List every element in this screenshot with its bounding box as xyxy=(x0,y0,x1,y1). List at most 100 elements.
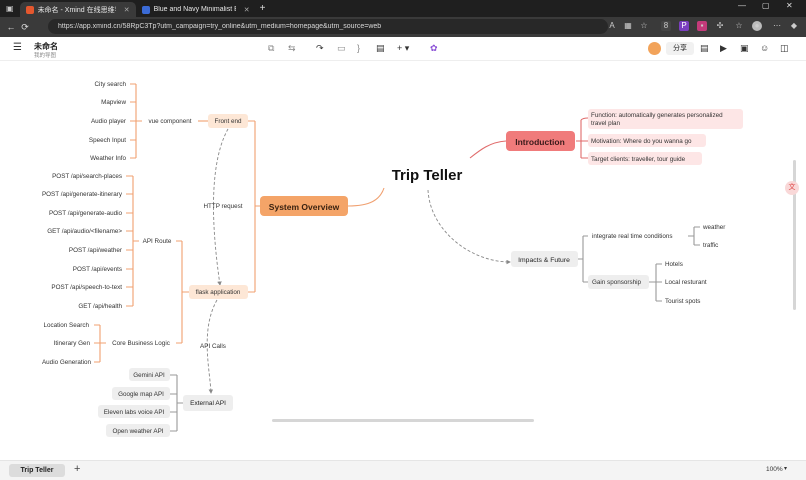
browser-tab-xmind[interactable]: 未命名 - Xmind 在线思维导图 ✕ xyxy=(19,2,136,17)
intro-item-clients[interactable] xyxy=(588,152,702,165)
introduction-node[interactable] xyxy=(506,131,575,151)
vue-item[interactable]: Audio player xyxy=(91,118,126,125)
favorites-icon[interactable]: ☆ xyxy=(735,21,743,30)
insert-topic-icon[interactable]: ⧉ xyxy=(268,43,275,53)
insert-menu-icon[interactable]: + ▾ xyxy=(397,43,410,53)
relationship-icon[interactable]: ↷ xyxy=(316,43,324,53)
back-icon[interactable]: ← xyxy=(6,22,16,32)
core-item[interactable]: Location Search xyxy=(43,322,89,329)
route-item[interactable]: POST /api/speech-to-text xyxy=(51,284,122,291)
intro-item-function[interactable] xyxy=(588,109,743,129)
connectors xyxy=(94,83,700,432)
central-topic[interactable]: Trip Teller xyxy=(392,167,463,184)
close-window-icon[interactable]: ✕ xyxy=(786,1,793,10)
connector-realtime-items xyxy=(688,226,700,246)
outline-icon[interactable]: ▤ xyxy=(700,43,709,53)
core-item[interactable]: Itinerary Gen xyxy=(54,340,91,347)
vue-item[interactable]: Weather Info xyxy=(90,155,126,162)
translate-icon[interactable]: 文 xyxy=(785,181,799,195)
minimize-icon[interactable]: — xyxy=(738,1,746,10)
close-tab-icon[interactable]: ✕ xyxy=(243,6,250,14)
style-icon[interactable]: ✿ xyxy=(430,43,438,53)
api-calls-label: API Calls xyxy=(200,343,226,350)
relationships xyxy=(206,128,511,394)
front-end-node[interactable] xyxy=(208,114,248,128)
external-item-box[interactable] xyxy=(98,405,170,418)
grid-icon[interactable]: ▦ xyxy=(624,21,632,30)
horizontal-scrollbar[interactable] xyxy=(272,419,534,422)
impacts-node[interactable] xyxy=(511,251,578,267)
insert-subtopic-icon[interactable]: ⇆ xyxy=(288,43,296,53)
reload-icon[interactable]: ⟳ xyxy=(21,21,29,32)
emoji-icon[interactable]: ☺ xyxy=(760,43,770,53)
browser-tab-canva[interactable]: Blue and Navy Minimalist Brand ✕ xyxy=(136,2,256,17)
extension-icon[interactable]: 8 xyxy=(661,21,671,31)
sheet-tab[interactable]: Trip Teller xyxy=(9,464,65,477)
external-api-node[interactable] xyxy=(183,395,233,411)
external-item: Gemini API xyxy=(133,372,165,379)
format-panel-icon[interactable]: ◫ xyxy=(780,43,789,53)
route-item[interactable]: GET /api/audio/<filename> xyxy=(47,228,122,235)
impacts-label: Impacts & Future xyxy=(518,257,570,264)
flask-application-node[interactable] xyxy=(189,285,248,299)
user-avatar-icon[interactable] xyxy=(648,42,661,55)
maximize-icon[interactable]: ▢ xyxy=(762,1,770,10)
add-sheet-icon[interactable]: + xyxy=(74,463,81,475)
favorite-star-icon[interactable]: ☆ xyxy=(640,21,648,30)
realtime-item[interactable]: traffic xyxy=(703,242,718,249)
api-route-node[interactable]: API Route xyxy=(143,238,172,245)
vue-item[interactable]: Mapview xyxy=(101,99,126,106)
read-aloud-icon[interactable]: A xyxy=(609,21,615,30)
vue-component-node[interactable]: vue component xyxy=(148,118,191,125)
route-item[interactable]: POST /api/generate-audio xyxy=(49,210,123,217)
sponsorship-item[interactable]: Local resturant xyxy=(665,279,707,286)
route-item[interactable]: POST /api/events xyxy=(73,266,122,273)
core-business-logic-node[interactable]: Core Business Logic xyxy=(112,340,170,347)
avatar[interactable]: ● xyxy=(752,21,762,31)
url-field[interactable]: https://app.xmind.cn/58RpC3Tp?utm_campai… xyxy=(48,19,608,34)
pitch-icon[interactable]: ▶ xyxy=(720,43,727,53)
share-button[interactable]: 分享 xyxy=(666,42,694,55)
connector-core-items xyxy=(94,324,106,363)
system-overview-node[interactable] xyxy=(260,196,348,216)
chevron-down-icon[interactable]: ▾ xyxy=(784,466,788,472)
menu-icon[interactable]: ☰ xyxy=(13,42,22,53)
intro-item-motivation[interactable] xyxy=(588,134,706,147)
browser-tab-label: 未命名 - Xmind 在线思维导图 xyxy=(37,6,116,14)
sponsorship-node[interactable] xyxy=(588,275,649,289)
vue-item[interactable]: Speech Input xyxy=(89,137,126,144)
external-item-box[interactable] xyxy=(112,387,170,400)
realtime-node[interactable]: integrate real time conditions xyxy=(592,233,673,240)
external-item-box[interactable] xyxy=(106,424,170,437)
external-item-box[interactable] xyxy=(129,368,170,381)
puzzle-icon[interactable]: ✣ xyxy=(716,21,724,30)
sheet-footer: Trip Teller + 100% ▾ xyxy=(0,460,806,480)
close-tab-icon[interactable]: ✕ xyxy=(123,6,130,14)
connector-sponsor-items xyxy=(649,263,662,302)
route-item[interactable]: POST /api/search-places xyxy=(52,173,122,180)
sponsorship-item[interactable]: Tourist spots xyxy=(665,298,700,305)
sponsorship-item[interactable]: Hotels xyxy=(665,261,683,268)
core-item[interactable]: Audio Generation xyxy=(42,359,92,366)
vue-item[interactable]: City search xyxy=(95,81,127,88)
realtime-item[interactable]: weather xyxy=(702,224,725,231)
vertical-scrollbar[interactable] xyxy=(793,160,796,310)
browser-tab-bar: ▣ 未命名 - Xmind 在线思维导图 ✕ Blue and Navy Min… xyxy=(0,0,806,17)
route-item[interactable]: POST /api/generate-itinerary xyxy=(42,191,123,198)
comment-icon[interactable]: ▣ xyxy=(740,43,749,53)
browser-sidebar-icon[interactable]: ▣ xyxy=(6,4,14,13)
connector-central-system xyxy=(347,187,385,207)
zoom-level[interactable]: 100% xyxy=(766,466,783,473)
boundary-icon[interactable]: ▭ xyxy=(337,43,346,53)
summary-icon[interactable]: } xyxy=(357,43,361,53)
route-item[interactable]: GET /api/health xyxy=(78,303,122,310)
route-item[interactable]: POST /api/weather xyxy=(69,247,122,254)
copilot-icon[interactable]: ◆ xyxy=(790,21,798,30)
document-title[interactable]: 未命名 xyxy=(34,42,58,51)
extension-icon[interactable]: ▪ xyxy=(697,21,707,31)
profile-extension-icon[interactable]: P xyxy=(679,21,689,31)
note-icon[interactable]: ▤ xyxy=(376,43,385,53)
more-menu-icon[interactable]: ⋯ xyxy=(773,21,781,30)
new-tab-icon[interactable]: + xyxy=(259,3,266,14)
